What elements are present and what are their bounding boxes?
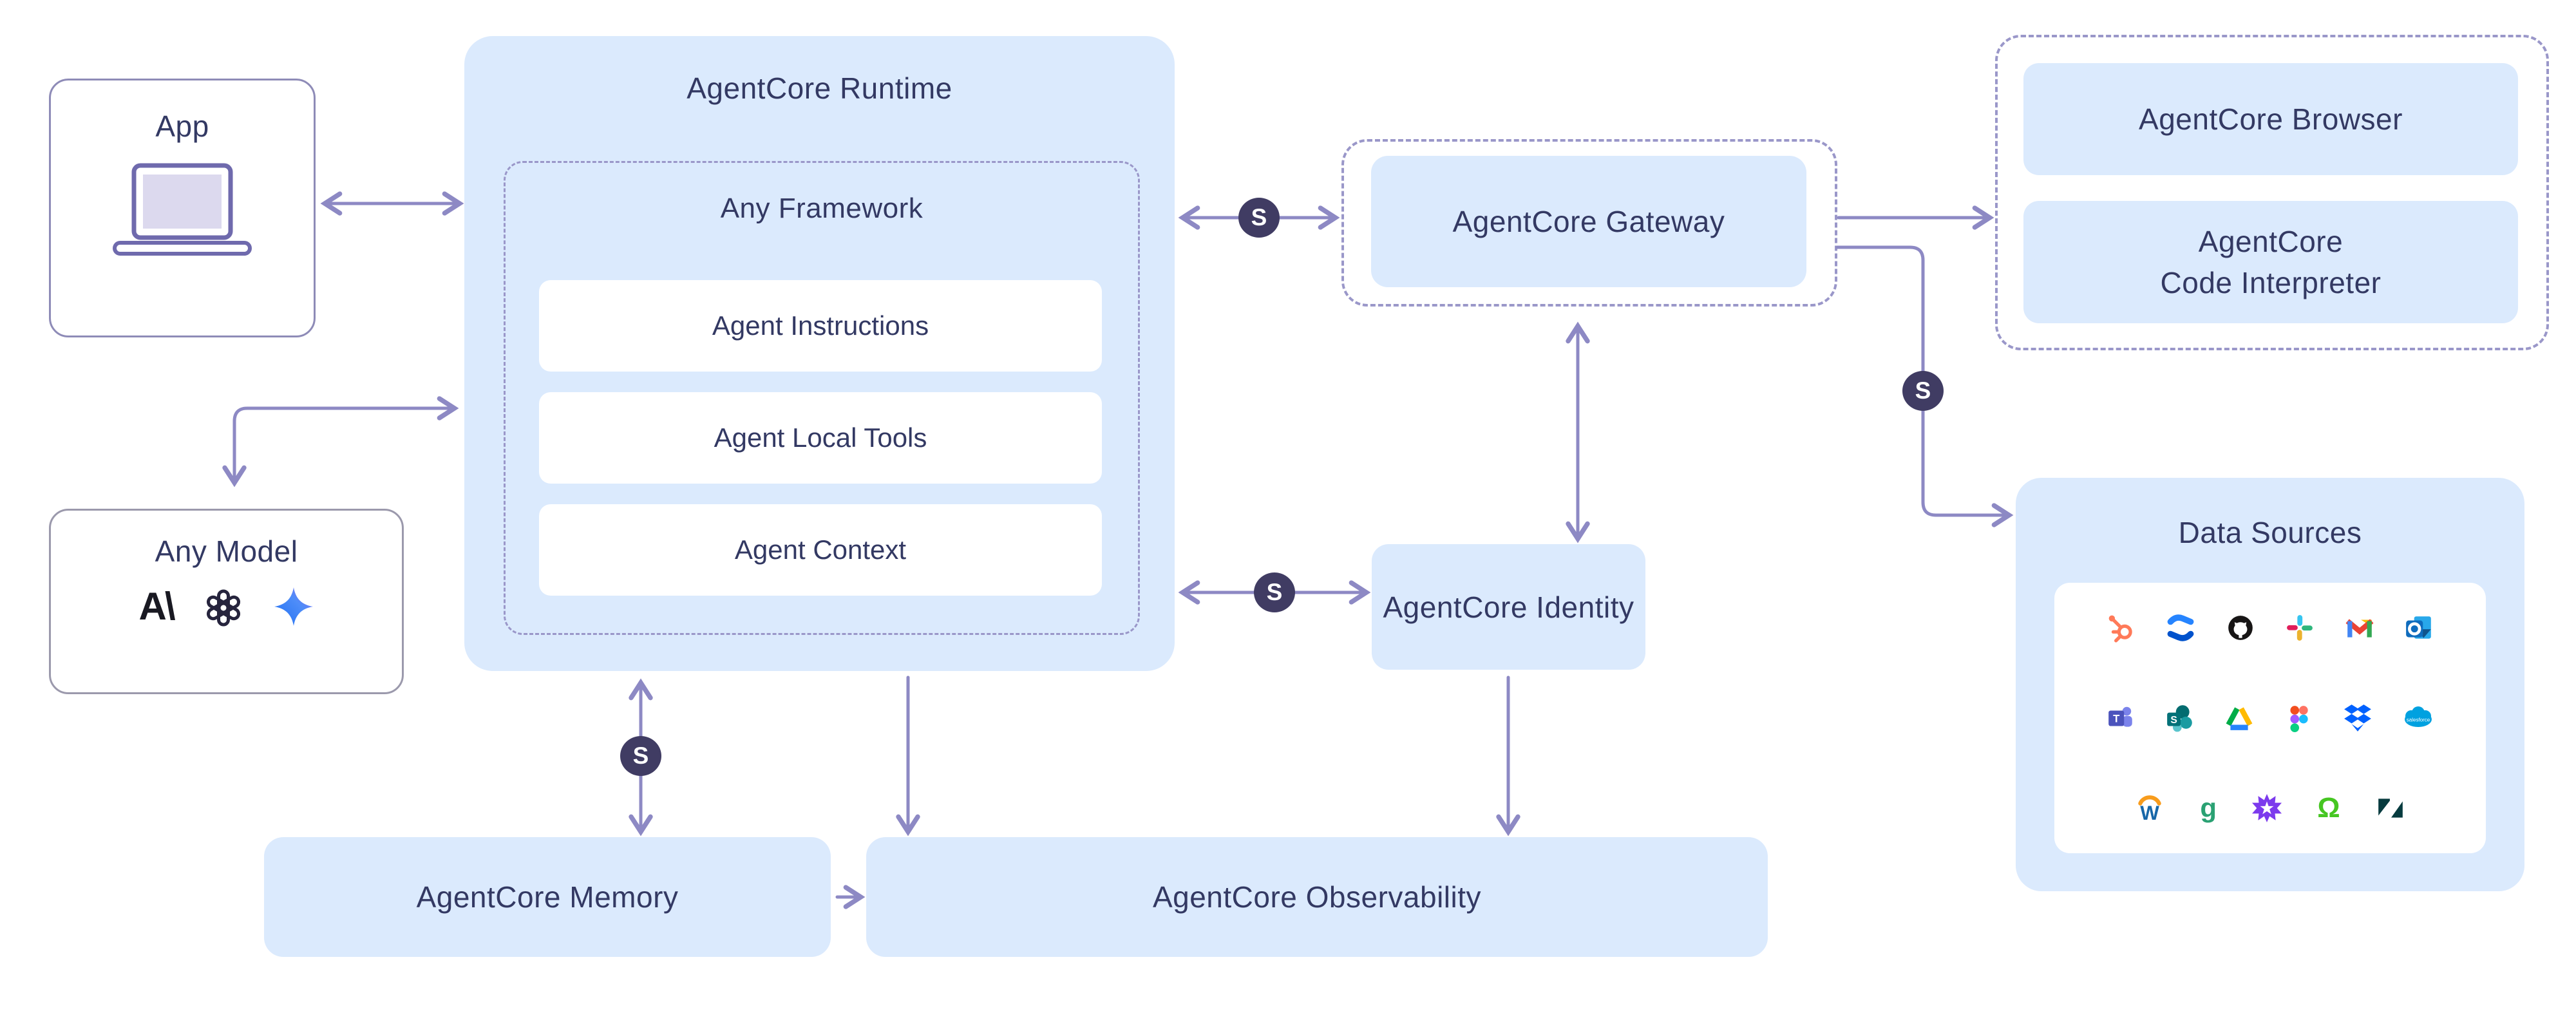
outlook-icon: [2406, 616, 2432, 639]
laptop-icon: [113, 163, 252, 256]
microsoft-teams-icon: T: [2108, 706, 2132, 727]
green-omega-icon: Ω: [2317, 792, 2340, 824]
svg-text:T: T: [2113, 712, 2120, 724]
code-interpreter-line2: Code Interpreter: [2160, 266, 2382, 299]
dropbox-icon: [2344, 704, 2371, 732]
svg-text:S: S: [2170, 715, 2177, 726]
agent-instructions-card: Agent Instructions: [539, 280, 1102, 372]
data-sources-title: Data Sources: [2178, 516, 2362, 549]
gateway-box: AgentCore Gateway: [1371, 156, 1806, 287]
svg-text:salesforce: salesforce: [2407, 717, 2430, 723]
agent-local-tools-card: Agent Local Tools: [539, 392, 1102, 484]
confluence-icon: [2167, 614, 2194, 641]
data-sources-panel: T S: [2054, 583, 2486, 853]
sharepoint-icon: S: [2167, 705, 2192, 732]
gateway-dashed-box: AgentCore Gateway: [1341, 139, 1837, 307]
gmail-icon: [2345, 619, 2374, 638]
greenhouse-icon: g: [2200, 793, 2217, 823]
agent-context-card: Agent Context: [539, 504, 1102, 596]
app-label: App: [155, 109, 209, 143]
slack-icon: [2287, 615, 2313, 641]
builtin-tools-group: AgentCore Browser AgentCore Code Interpr…: [1995, 35, 2549, 350]
identity-box: AgentCore Identity: [1372, 544, 1645, 670]
runtime-title: AgentCore Runtime: [687, 71, 952, 105]
salesforce-icon: salesforce: [2405, 706, 2432, 727]
runtime-box: AgentCore Runtime Any Framework Agent In…: [464, 36, 1175, 671]
openai-icon: [206, 589, 240, 627]
purple-burst-icon: [2252, 794, 2282, 822]
code-interpreter-box: AgentCore Code Interpreter: [2023, 201, 2518, 323]
secured-badge: S: [1254, 572, 1295, 612]
arrow-runtime-anymodel: [222, 396, 459, 487]
svg-text:W: W: [2140, 802, 2159, 823]
github-icon: [2228, 616, 2253, 640]
workday-icon: W: [2138, 795, 2161, 823]
anthropic-icon: A\: [138, 585, 176, 628]
google-drive-icon: [2226, 707, 2253, 730]
secured-badge: S: [1902, 371, 1944, 411]
any-framework-box: Any Framework Agent Instructions Agent L…: [504, 161, 1140, 635]
zendesk-icon: [2378, 798, 2403, 818]
code-interpreter-line1: AgentCore: [2198, 225, 2344, 258]
any-framework-title: Any Framework: [720, 193, 923, 224]
secured-badge: S: [620, 736, 661, 776]
observability-box: AgentCore Observability: [866, 837, 1768, 957]
browser-box: AgentCore Browser: [2023, 63, 2518, 175]
any-model-box: Any Model A\: [49, 509, 404, 694]
any-model-label: Any Model: [155, 534, 298, 568]
hubspot-icon: [2108, 615, 2132, 643]
gemini-icon: [274, 587, 313, 626]
app-box: App: [49, 79, 316, 337]
memory-box: AgentCore Memory: [264, 837, 831, 957]
data-sources-box: Data Sources: [2016, 478, 2524, 891]
secured-badge: S: [1238, 198, 1280, 238]
figma-icon: [2290, 706, 2308, 732]
